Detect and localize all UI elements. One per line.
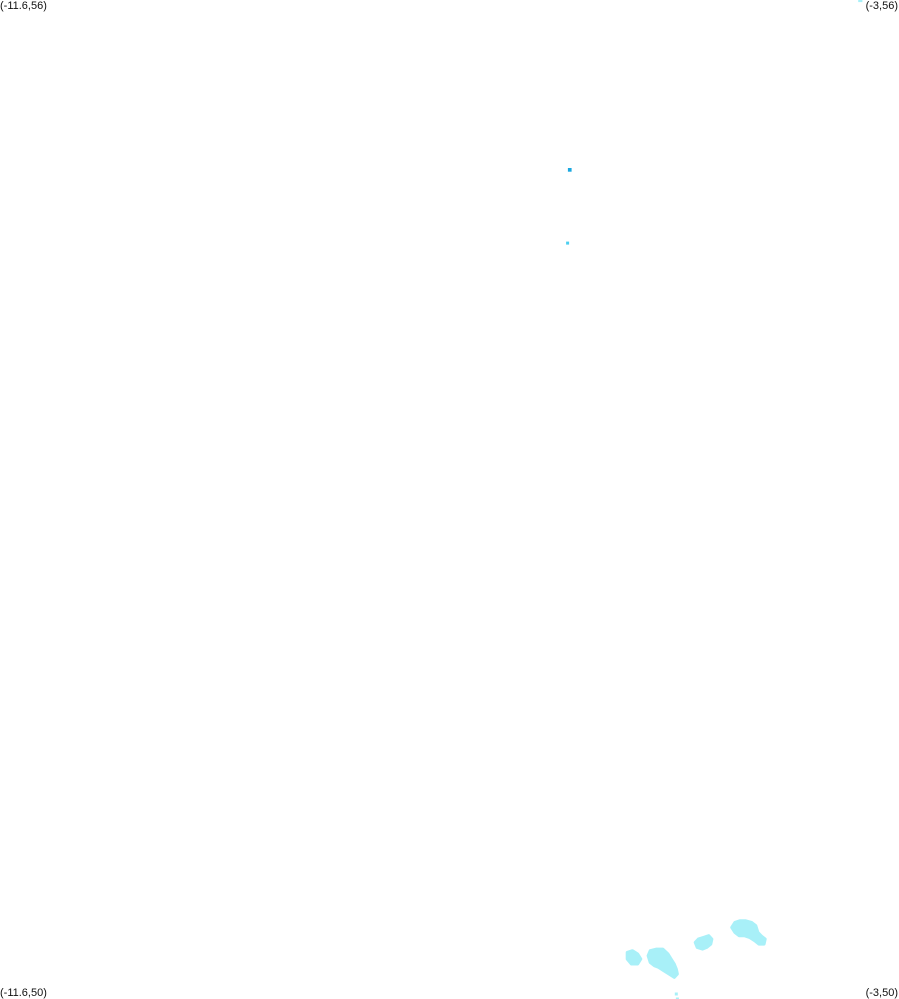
corner-label-top-left: (-11.6,56) <box>0 0 47 12</box>
corner-label-top-right: (-3,56) <box>865 0 898 12</box>
map-marker-4[interactable] <box>674 992 678 996</box>
map-marker-3[interactable] <box>566 241 570 245</box>
map-marker-1[interactable] <box>858 0 863 3</box>
map-marker-5[interactable] <box>675 997 679 999</box>
corner-label-bottom-right: (-3,50) <box>865 987 898 999</box>
land-shape-mid-coast <box>693 934 714 951</box>
corner-label-bottom-left: (-11.6,50) <box>0 987 47 999</box>
land-shape-main-coast <box>730 919 767 946</box>
land-shape-west-coast <box>646 947 679 979</box>
map-marker-2[interactable] <box>567 168 572 172</box>
land-shape-far-west-coast <box>625 949 643 966</box>
